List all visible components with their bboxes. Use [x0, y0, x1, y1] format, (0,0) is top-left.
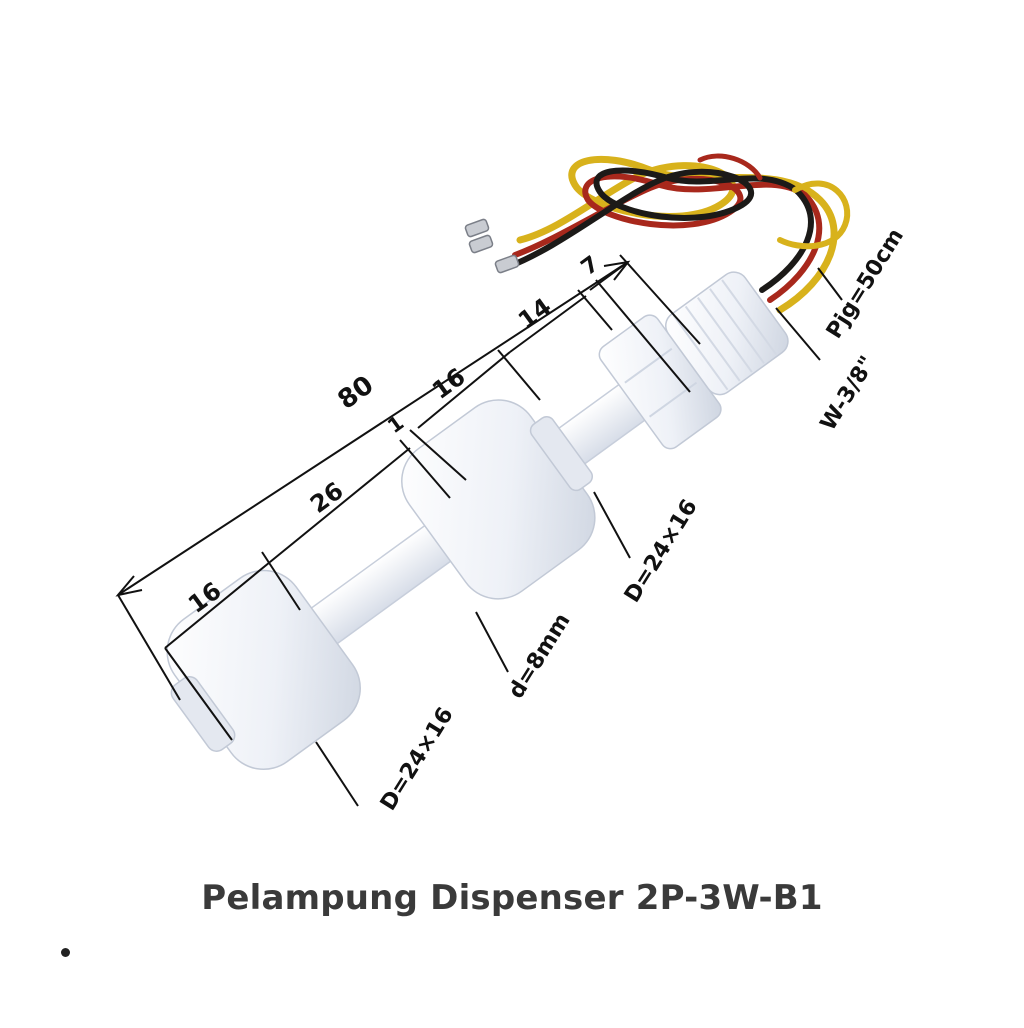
- wire-yellow: [516, 155, 838, 314]
- product-caption: Pelampung Dispenser 2P-3W-B1: [201, 878, 823, 918]
- cable-bundle: [502, 153, 851, 314]
- dim-gap: 1: [383, 410, 408, 438]
- callout-lower-float: D=24×16: [376, 703, 459, 815]
- dim-middle: 26: [305, 477, 348, 519]
- threaded-end: [665, 271, 789, 396]
- dim-overall: 80: [332, 370, 379, 416]
- dim-stem: 14: [513, 293, 556, 335]
- callout-upper-float: D=24×16: [620, 495, 703, 607]
- float-switch-body: [166, 271, 789, 771]
- callout-stem: d=8mm: [504, 609, 576, 703]
- dimension-lines: [115, 254, 843, 807]
- carousel-dot[interactable]: [61, 948, 70, 957]
- callout-thread: W-3/8": [816, 352, 881, 435]
- dim-nut: 7: [577, 252, 604, 281]
- wire-terminals: [464, 218, 520, 274]
